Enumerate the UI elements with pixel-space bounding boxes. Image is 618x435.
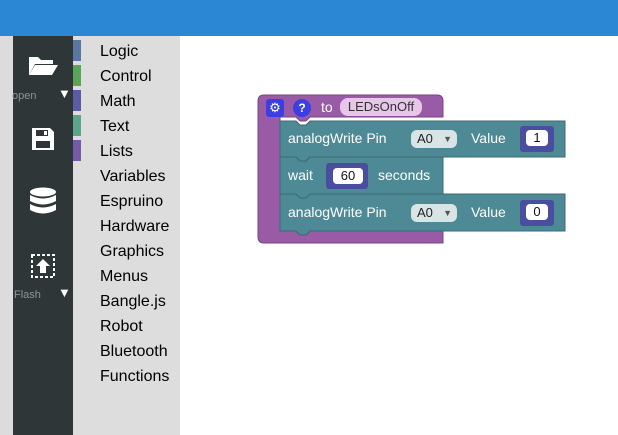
category-math[interactable]: Math — [73, 88, 180, 113]
category-label: Graphics — [100, 243, 165, 260]
category-label: Logic — [100, 43, 139, 60]
category-bluetooth[interactable]: Bluetooth — [73, 338, 180, 363]
help-icon[interactable]: ? — [293, 99, 311, 117]
number-field[interactable]: 0 — [526, 204, 548, 220]
flash-label: Flash — [14, 289, 41, 301]
wait-label: wait — [288, 167, 313, 183]
category-color-swatch — [73, 115, 81, 136]
category-functions[interactable]: Functions — [73, 363, 180, 388]
category-color-swatch — [73, 65, 81, 86]
category-color-swatch — [73, 40, 81, 61]
storage-button[interactable] — [13, 186, 73, 220]
gear-icon[interactable]: ⚙ — [266, 99, 284, 117]
flash-dropdown-arrow[interactable]: ▼ — [58, 285, 71, 300]
editor-edge — [0, 36, 13, 435]
category-graphics[interactable]: Graphics — [73, 238, 180, 263]
category-label: Control — [100, 68, 152, 85]
category-logic[interactable]: Logic — [73, 38, 180, 63]
top-bar — [0, 0, 618, 36]
chevron-down-icon: ▼ — [443, 134, 452, 144]
category-label: Variables — [100, 168, 166, 185]
category-banglejs[interactable]: Bangle.js — [73, 288, 180, 313]
category-text[interactable]: Text — [73, 113, 180, 138]
category-color-swatch — [73, 90, 81, 111]
category-variables[interactable]: Variables — [73, 163, 180, 188]
flash-button[interactable] — [13, 250, 73, 282]
category-hardware[interactable]: Hardware — [73, 213, 180, 238]
open-label: open — [12, 90, 37, 102]
analogwrite-label: analogWrite Pin — [288, 130, 387, 146]
category-control[interactable]: Control — [73, 63, 180, 88]
save-button[interactable] — [13, 124, 73, 154]
seconds-label: seconds — [378, 167, 431, 183]
chevron-down-icon: ▼ — [443, 208, 452, 218]
folder-open-icon — [29, 57, 58, 75]
value-label: Value — [471, 130, 506, 146]
function-name-field[interactable]: LEDsOnOff — [340, 98, 422, 116]
category-label: Bangle.js — [100, 293, 166, 310]
category-robot[interactable]: Robot — [73, 313, 180, 338]
pin-dropdown-value: A0 — [417, 205, 433, 220]
chip-upload-icon — [31, 254, 55, 278]
number-field[interactable]: 60 — [333, 168, 363, 184]
open-button[interactable] — [13, 48, 73, 82]
category-lists[interactable]: Lists — [73, 138, 180, 163]
category-label: Text — [100, 118, 130, 135]
category-label: Robot — [100, 318, 143, 335]
category-label: Math — [100, 93, 136, 110]
category-label: Bluetooth — [100, 343, 168, 360]
category-label: Lists — [100, 143, 133, 160]
open-dropdown-arrow[interactable]: ▼ — [58, 86, 71, 101]
function-to-label: to — [321, 99, 333, 115]
category-label: Hardware — [100, 218, 170, 235]
pin-dropdown[interactable]: A0 ▼ — [411, 204, 457, 222]
block-category-list: Logic Control Math Text Lists Variables … — [73, 36, 180, 435]
save-icon — [32, 128, 54, 150]
category-label: Menus — [100, 268, 149, 285]
category-label: Functions — [100, 368, 170, 385]
analogwrite-label: analogWrite Pin — [288, 204, 387, 220]
category-color-swatch — [73, 140, 81, 161]
blocks-workspace[interactable] — [180, 36, 618, 435]
category-espruino[interactable]: Espruino — [73, 188, 180, 213]
number-field[interactable]: 1 — [526, 130, 548, 146]
left-toolbar: open ▼ Flash ▼ — [12, 36, 73, 435]
category-menus[interactable]: Menus — [73, 263, 180, 288]
pin-dropdown-value: A0 — [417, 131, 433, 146]
category-label: Espruino — [100, 193, 164, 210]
database-icon — [30, 187, 56, 214]
value-label: Value — [471, 204, 506, 220]
pin-dropdown[interactable]: A0 ▼ — [411, 130, 457, 148]
